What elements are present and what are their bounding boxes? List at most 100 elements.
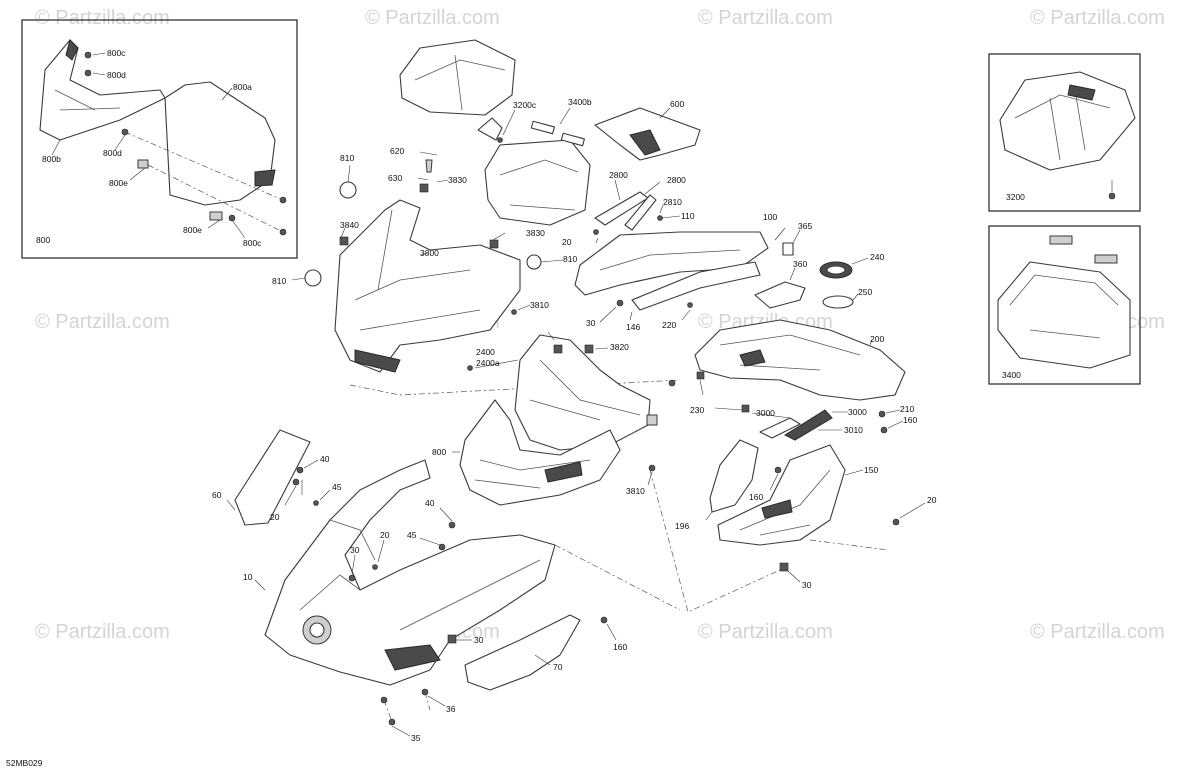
part-storage-bin: [484, 139, 591, 226]
callout-360: 360: [793, 259, 807, 269]
part-2800-b: [624, 194, 657, 231]
callout-3000-a: 3000: [756, 408, 775, 418]
callout-45-a: 45: [332, 482, 342, 492]
callout-2810: 2810: [663, 197, 682, 207]
callout-30-c: 30: [350, 545, 360, 555]
callout-2800-b: 2800: [667, 175, 686, 185]
part-365: [782, 242, 794, 256]
callout-2400: 2400: [476, 347, 495, 357]
part-2400: [514, 334, 651, 451]
callout-800d-b: 800d: [103, 148, 122, 158]
callout-35: 35: [411, 733, 421, 743]
inset-frame-left: [21, 19, 298, 259]
callout-30-a: 30: [586, 318, 596, 328]
callout-160-a: 160: [903, 415, 917, 425]
callout-620: 620: [390, 146, 404, 156]
watermark-3: © Partzilla.com: [698, 7, 833, 29]
part-810-grommet-top: [339, 181, 357, 199]
group-upper-fairing: 810 620 630 3830 3840 3830 3800 810 810 …: [272, 146, 681, 396]
callout-800e-a: 800e: [109, 178, 128, 188]
callout-800d-a: 800d: [107, 70, 126, 80]
callout-160-c: 160: [613, 642, 627, 652]
callout-800-mid: 800: [432, 447, 446, 457]
callout-3800: 3800: [420, 248, 439, 258]
callout-3810-b: 3810: [626, 486, 645, 496]
group-side-panel-100: 2800 2800 2810 110 20 100 146 30 220: [562, 170, 786, 332]
callout-150: 150: [864, 465, 878, 475]
callout-800e-b: 800e: [183, 225, 202, 235]
part-360: [754, 281, 806, 309]
callout-20-b: 20: [927, 495, 937, 505]
group-right-side: 3000 3000 3010 210 160 196 150 160 20 30: [649, 404, 937, 613]
part-250: [822, 295, 854, 309]
callout-36: 36: [446, 704, 456, 714]
callout-3810-a: 3810: [530, 300, 549, 310]
part-810-grommet-mid: [526, 254, 542, 270]
part-810-grommet-left: [304, 269, 322, 287]
callout-40-b: 40: [425, 498, 435, 508]
group-center-nose: 2400 2400a 3820 800 3810: [432, 331, 676, 506]
callout-2800-a: 2800: [609, 170, 628, 180]
group-fuel-cap: 365 360 240 250: [754, 221, 884, 309]
watermark-5: © Partzilla.com: [35, 311, 170, 333]
fastener-800e-a: [137, 159, 149, 169]
callout-3200c: 3200c: [513, 100, 537, 110]
part-146: [631, 261, 761, 311]
callout-40-a: 40: [320, 454, 330, 464]
part-3200-cover: [999, 71, 1136, 171]
callout-70: 70: [553, 662, 563, 672]
callout-30-d: 30: [474, 635, 484, 645]
part-3000-b: [783, 409, 833, 441]
part-10: [264, 459, 556, 686]
callout-110: 110: [681, 211, 695, 221]
part-196: [709, 439, 759, 513]
callout-20-c: 20: [270, 512, 280, 522]
callout-3820: 3820: [610, 342, 629, 352]
watermark-12: © Partzilla.com: [1030, 621, 1165, 643]
callout-60: 60: [212, 490, 222, 500]
fastener-800e-b: [209, 211, 223, 221]
inset-3400: 3400: [988, 225, 1141, 385]
callout-810-mid: 810: [563, 254, 577, 264]
callout-196: 196: [675, 521, 689, 531]
part-windshield-bracket: [39, 39, 166, 141]
callout-3840: 3840: [340, 220, 359, 230]
callout-210: 210: [900, 404, 914, 414]
fastener-800c-a: [84, 51, 92, 59]
group-storage-cover: 3200c 3400b 600: [399, 39, 701, 226]
callout-100: 100: [763, 212, 777, 222]
callout-160-b: 160: [749, 492, 763, 502]
fastener-800d-a: [84, 69, 92, 77]
inset-3200: 3200: [988, 53, 1141, 212]
callout-365: 365: [798, 221, 812, 231]
callout-810-top: 810: [340, 153, 354, 163]
part-60: [234, 429, 311, 526]
part-70: [464, 614, 581, 691]
watermark-9: © Partzilla.com: [35, 621, 170, 643]
callout-30-b: 30: [802, 580, 812, 590]
watermark-2: © Partzilla.com: [365, 7, 500, 29]
part-800-nose: [459, 399, 621, 506]
group-lower-fairing: 60 10 40 45 20 30 40 45 20 70 30 160: [212, 429, 681, 743]
part-3400-tray: [997, 261, 1131, 369]
callout-800a: 800a: [233, 82, 252, 92]
part-3000-a: [759, 417, 801, 439]
callout-810-left: 810: [272, 276, 286, 286]
watermark-1: © Partzilla.com: [35, 7, 170, 29]
callout-10: 10: [243, 572, 253, 582]
inset-label-3400: 3400: [1002, 370, 1021, 380]
callout-3830-a: 3830: [448, 175, 467, 185]
watermark-4: © Partzilla.com: [1030, 7, 1165, 29]
callout-230: 230: [690, 405, 704, 415]
callout-800b: 800b: [42, 154, 61, 164]
callout-250: 250: [858, 287, 872, 297]
part-150: [717, 444, 846, 546]
callout-800c-b: 800c: [243, 238, 262, 248]
inset-windshield: 800c 800d 800a 800b 800d 800e 800e 800c …: [21, 19, 298, 259]
inset-label-800: 800: [36, 235, 50, 245]
diagram-reference: 52MB029: [6, 758, 43, 768]
part-upper-fairing: [334, 199, 521, 373]
callout-3400b: 3400b: [568, 97, 592, 107]
callout-2400a: 2400a: [476, 358, 500, 368]
